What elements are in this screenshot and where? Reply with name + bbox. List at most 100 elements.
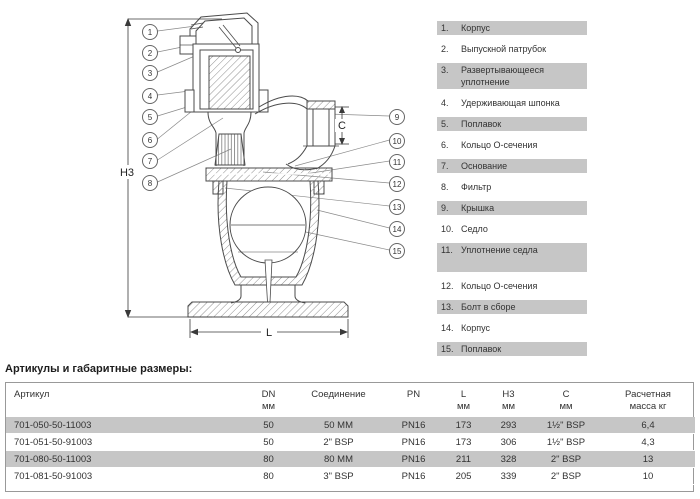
part-label: Болт в сборе <box>461 302 516 312</box>
cell-h3: 306 <box>500 436 517 448</box>
cell-h3: 339 <box>500 470 517 482</box>
part-label: Корпус <box>461 23 491 33</box>
parts-list-item-6: 6. Кольцо О-сечения <box>437 138 587 152</box>
cell-pn: PN16 <box>401 453 426 465</box>
parts-list-item-2: 2. Выпускной патрубок <box>437 42 587 56</box>
callout-7: 7 <box>143 154 158 169</box>
callout-6-number: 6 <box>148 136 153 145</box>
cell-h3: 328 <box>500 453 517 465</box>
cell-pn: PN16 <box>401 419 426 431</box>
cell-connection: 2" BSP <box>323 436 354 448</box>
part-label: Удерживающая шпонка <box>461 98 560 108</box>
articles-table: Артикул DN Соединение PN L H3 C Расчетна… <box>5 382 695 492</box>
callout-14: 14 <box>390 222 405 237</box>
cell-l: 211 <box>455 453 472 465</box>
part-number: 14. <box>441 323 454 333</box>
part-number: 3. <box>441 65 449 75</box>
cell-dn: 80 <box>263 470 274 482</box>
parts-list-item-10: 10.Седло <box>437 222 587 236</box>
part-label: Фильтр <box>461 182 492 192</box>
callout-11-number: 11 <box>393 158 402 167</box>
callout-12-number: 12 <box>393 180 402 189</box>
callout-6: 6 <box>143 133 158 148</box>
cell-l: 205 <box>455 470 472 482</box>
callout-11: 11 <box>390 155 405 170</box>
part-number: 12. <box>441 281 454 291</box>
col-header-connection: Соединение <box>311 389 366 400</box>
part-number: 7. <box>441 161 449 171</box>
part-label: Развертывающееся уплотнение <box>461 65 544 87</box>
part-number: 9. <box>441 203 449 213</box>
col-unit: мм <box>261 401 276 412</box>
parts-list-item-7: 7. Основание <box>437 159 587 173</box>
l-dimension-label: L <box>266 327 272 339</box>
callouts-left: 1 2 3 4 5 6 7 8 <box>143 25 158 191</box>
col-unit: мм <box>559 401 573 412</box>
callout-13-number: 13 <box>393 203 402 212</box>
col-unit: мм <box>456 401 471 412</box>
parts-list-item-8: 8.Фильтр <box>437 180 587 194</box>
parts-list-item-14: 14. Корпус <box>437 321 587 335</box>
part-label: Выпускной патрубок <box>461 44 547 54</box>
cell-dn: 80 <box>263 453 274 465</box>
callout-1: 1 <box>143 25 158 40</box>
part-label: Корпус <box>461 323 491 333</box>
parts-list-item-1: 1.Корпус <box>437 21 587 35</box>
callout-12: 12 <box>390 177 405 192</box>
cell-dn: 50 <box>263 419 274 431</box>
callout-9: 9 <box>390 110 405 125</box>
part-label: Кольцо О-сечения <box>461 281 538 291</box>
table-row-2: 701-051-50-91003 50 2" BSP PN16 173 306 … <box>6 434 695 451</box>
callout-5-number: 5 <box>148 113 153 122</box>
col-header-dn: DN <box>261 389 276 400</box>
part-number: 2. <box>441 44 449 54</box>
col-header-mass: Расчетная <box>625 389 671 400</box>
col-unit <box>291 401 386 417</box>
callout-4-number: 4 <box>148 92 153 101</box>
part-label: Кольцо О-сечения <box>461 140 538 150</box>
part-label: Основание <box>461 161 508 171</box>
callout-14-number: 14 <box>393 225 402 234</box>
table-units-row: мм мм мм мм масса кг <box>6 401 695 417</box>
parts-list-item-11: 11. Уплотнение седла <box>437 243 587 272</box>
col-header-pn: PN <box>406 389 421 400</box>
cell-article: 701-051-50-91003 <box>14 436 93 448</box>
cell-l: 173 <box>455 436 472 448</box>
valve-body-drawing <box>180 13 348 317</box>
col-unit: масса кг <box>629 401 667 412</box>
table-row-3: 701-080-50-11003 80 80 MM PN16 211 328 2… <box>6 450 695 468</box>
parts-list-item-9: 9.Крышка <box>437 201 587 215</box>
table-row-4: 701-081-50-91003 80 3" BSP PN16 205 339 … <box>6 468 695 485</box>
part-number: 11. <box>441 245 453 255</box>
cell-article: 701-080-50-11003 <box>14 453 92 465</box>
callouts-right: 9 10 11 12 13 14 15 <box>390 110 405 259</box>
col-header-h3: H3 <box>502 389 515 400</box>
cell-article: 701-081-50-91003 <box>14 470 93 482</box>
col-header-l: L <box>460 389 467 400</box>
cell-article: 701-050-50-11003 <box>14 419 92 431</box>
valve-cross-section-diagram: H3 C L 1 2 3 4 5 6 <box>112 0 440 339</box>
h3-dimension-label: H3 <box>120 167 134 179</box>
callout-15-number: 15 <box>393 247 402 256</box>
cell-c: 1½" BSP <box>546 436 586 448</box>
callout-1-number: 1 <box>148 28 153 37</box>
h3-dimension: H3 <box>112 18 222 318</box>
part-number: 4. <box>441 98 449 108</box>
parts-list: 1.Корпус 2. Выпускной патрубок 3. Разверты… <box>437 21 587 363</box>
callout-10-number: 10 <box>393 137 402 146</box>
callout-7-number: 7 <box>148 157 153 166</box>
callout-5: 5 <box>143 110 158 125</box>
part-number: 5. <box>441 119 449 129</box>
parts-list-item-5: 5.Поплавок <box>437 117 587 131</box>
callout-15: 15 <box>390 244 405 259</box>
part-number: 6. <box>441 140 449 150</box>
part-label: Уплотнение седла <box>461 245 538 255</box>
cell-c: 2" BSP <box>550 470 582 482</box>
callout-3: 3 <box>143 66 158 81</box>
parts-list-item-4: 4. Удерживающая шпонка <box>437 96 587 110</box>
cell-dn: 50 <box>263 436 274 448</box>
col-header-article: Артикул <box>14 389 50 400</box>
cell-connection: 3" BSP <box>323 470 354 482</box>
col-header-c: C <box>562 389 570 400</box>
